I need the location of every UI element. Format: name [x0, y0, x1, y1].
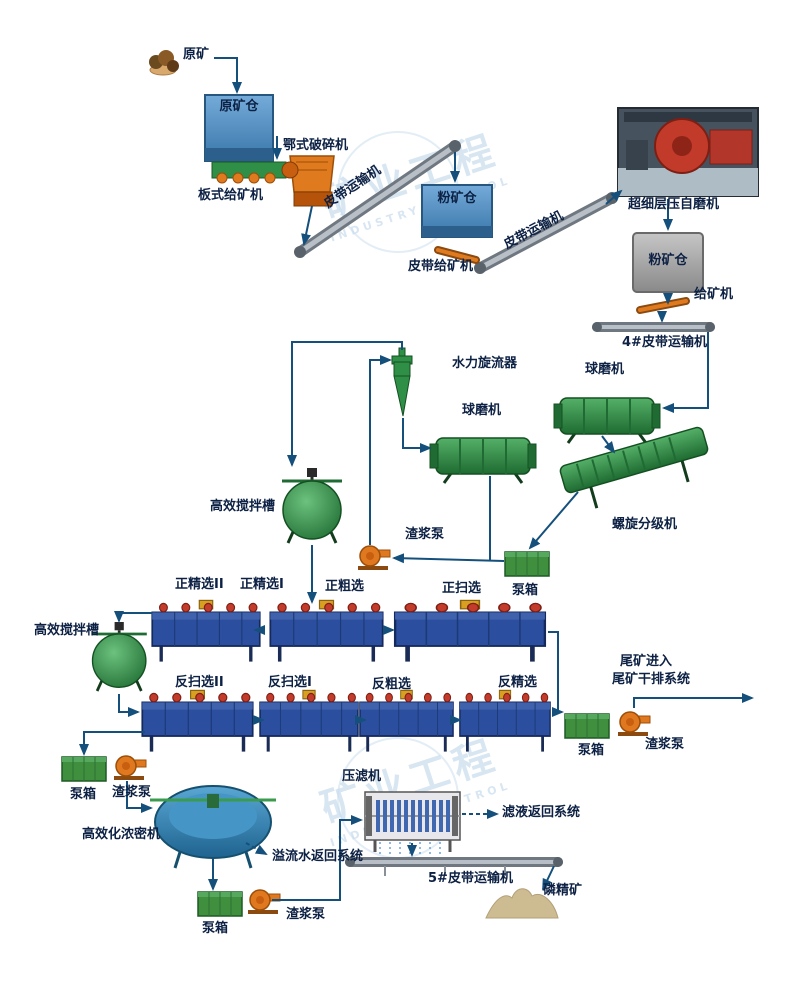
flotation-bank-scavenger — [395, 600, 545, 661]
label-rev-cleaner: 反精选 — [498, 675, 538, 690]
label-agitation-tank-1: 高效搅拌槽 — [210, 499, 276, 514]
concentrate-pile — [485, 888, 559, 919]
agitation-tank-2 — [90, 620, 149, 693]
label-tailings-line2: 尾矿干排系统 — [612, 672, 691, 687]
flotation-bank-rev-cleaner — [458, 688, 552, 754]
flotation-bank-rev-scavenger1 — [258, 688, 360, 754]
raw-ore-bin — [204, 94, 274, 162]
label-fine-ore-bin-2: 粉矿仓 — [648, 253, 688, 268]
agitation-tank-1 — [280, 466, 344, 545]
label-rev-scavenger1: 反扫选I — [268, 675, 312, 690]
thickener-machine — [150, 785, 276, 869]
label-belt-conveyor-4: 4#皮带运输机 — [622, 335, 707, 350]
label-spiral-classifier: 螺旋分级机 — [612, 517, 678, 532]
pump-box-1 — [504, 551, 550, 577]
flotation-bank-rougher — [268, 598, 385, 664]
label-flot-rougher: 正粗选 — [325, 579, 365, 594]
slurry-pump-2 — [617, 711, 651, 737]
label-flot-cleaner2: 正精选II — [175, 577, 224, 592]
label-agitation-tank-2: 高效搅拌槽 — [34, 623, 100, 638]
label-ball-mill-left: 球磨机 — [462, 403, 502, 418]
label-ball-mill-right: 球磨机 — [585, 362, 625, 377]
label-pump-box-1: 泵箱 — [512, 583, 539, 598]
label-autogenous-mill: 超细层压自磨机 — [628, 197, 720, 212]
belt-conveyor-5 — [345, 857, 563, 876]
label-slurry-pump-4: 渣浆泵 — [286, 907, 326, 922]
ball-mill-right — [552, 396, 662, 445]
filter-press-machine — [364, 791, 461, 856]
slurry-pump-3 — [113, 755, 147, 781]
raw-ore-icon — [149, 50, 179, 76]
label-slurry-pump-1: 渣浆泵 — [405, 527, 445, 542]
jaw-crusher-machine — [281, 155, 335, 207]
slurry-pump-1 — [357, 545, 391, 571]
label-plate-feeder: 板式给矿机 — [198, 188, 264, 203]
watermark-rings — [337, 131, 459, 859]
label-feeder: 给矿机 — [694, 287, 734, 302]
autogenous-mill-photo — [617, 107, 759, 197]
pump-box-4 — [197, 891, 243, 917]
flotation-bank-rev-scavenger2 — [140, 688, 255, 754]
label-jaw-crusher: 鄂式破碎机 — [283, 138, 349, 153]
label-thickener: 高效化浓密机 — [82, 827, 161, 842]
slurry-pump-4 — [247, 889, 281, 915]
label-flot-cleaner1: 正精选I — [240, 577, 284, 592]
belt-feeder-machine — [434, 246, 480, 264]
label-concentrate: 磷精矿 — [543, 883, 583, 898]
label-pump-box-2: 泵箱 — [578, 743, 605, 758]
label-slurry-pump-3: 渣浆泵 — [112, 785, 152, 800]
label-rev-rougher: 反粗选 — [372, 677, 412, 692]
feeder-machine — [636, 297, 690, 314]
fine-ore-bin-1 — [421, 184, 493, 238]
pump-box-2 — [564, 713, 610, 739]
belt-conveyor-4 — [592, 322, 715, 332]
hydrocyclone-machine — [391, 347, 413, 417]
ball-mill-left — [428, 436, 538, 485]
label-slurry-pump-2: 渣浆泵 — [645, 737, 685, 752]
label-filtrate-return: 滤液返回系统 — [502, 805, 581, 820]
fine-ore-bin-2 — [632, 232, 704, 293]
label-raw-ore: 原矿 — [183, 47, 210, 62]
label-fine-ore-bin-1: 粉矿仓 — [437, 191, 477, 206]
plate-feeder-machine — [211, 161, 287, 184]
belt-conveyor-1 — [294, 140, 461, 258]
label-rev-scavenger2: 反扫选II — [175, 675, 224, 690]
label-raw-ore-bin: 原矿仓 — [219, 99, 259, 114]
label-pump-box-3: 泵箱 — [70, 787, 97, 802]
pump-box-3 — [61, 756, 107, 782]
label-flot-scavenger: 正扫选 — [442, 581, 482, 596]
label-overflow-return: 溢流水返回系统 — [272, 849, 364, 864]
label-hydrocyclone: 水力旋流器 — [452, 356, 518, 371]
label-tailings-line1: 尾矿进入 — [620, 654, 673, 669]
label-belt-conveyor-5: 5#皮带运输机 — [428, 871, 513, 886]
flow-arrows — [79, 57, 754, 901]
label-filter-press: 压滤机 — [342, 769, 382, 784]
label-belt-feeder: 皮带给矿机 — [408, 259, 474, 274]
spiral-classifier-machine — [559, 426, 709, 509]
flotation-bank-cleaner — [150, 598, 262, 664]
label-pump-box-4: 泵箱 — [202, 921, 229, 936]
